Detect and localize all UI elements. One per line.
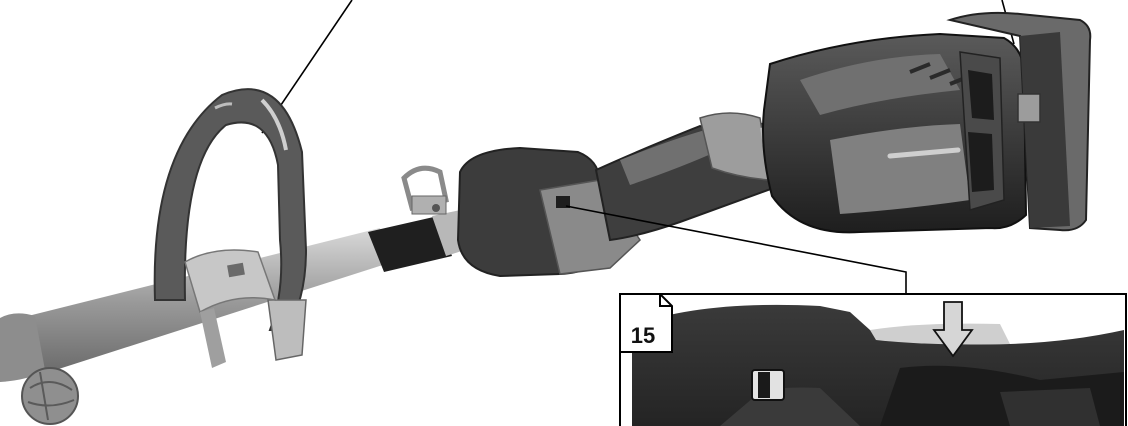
- battery-pack: [946, 11, 1092, 232]
- inset-detail: [619, 293, 1127, 426]
- loop-handle: [153, 88, 308, 368]
- strap-ring: [401, 165, 449, 215]
- figure-number: 15: [630, 323, 656, 348]
- motor-housing: [762, 32, 1028, 234]
- callout-line-inset: [565, 205, 907, 294]
- arrow-down-icon: [932, 301, 974, 358]
- figure-badge: [619, 293, 673, 353]
